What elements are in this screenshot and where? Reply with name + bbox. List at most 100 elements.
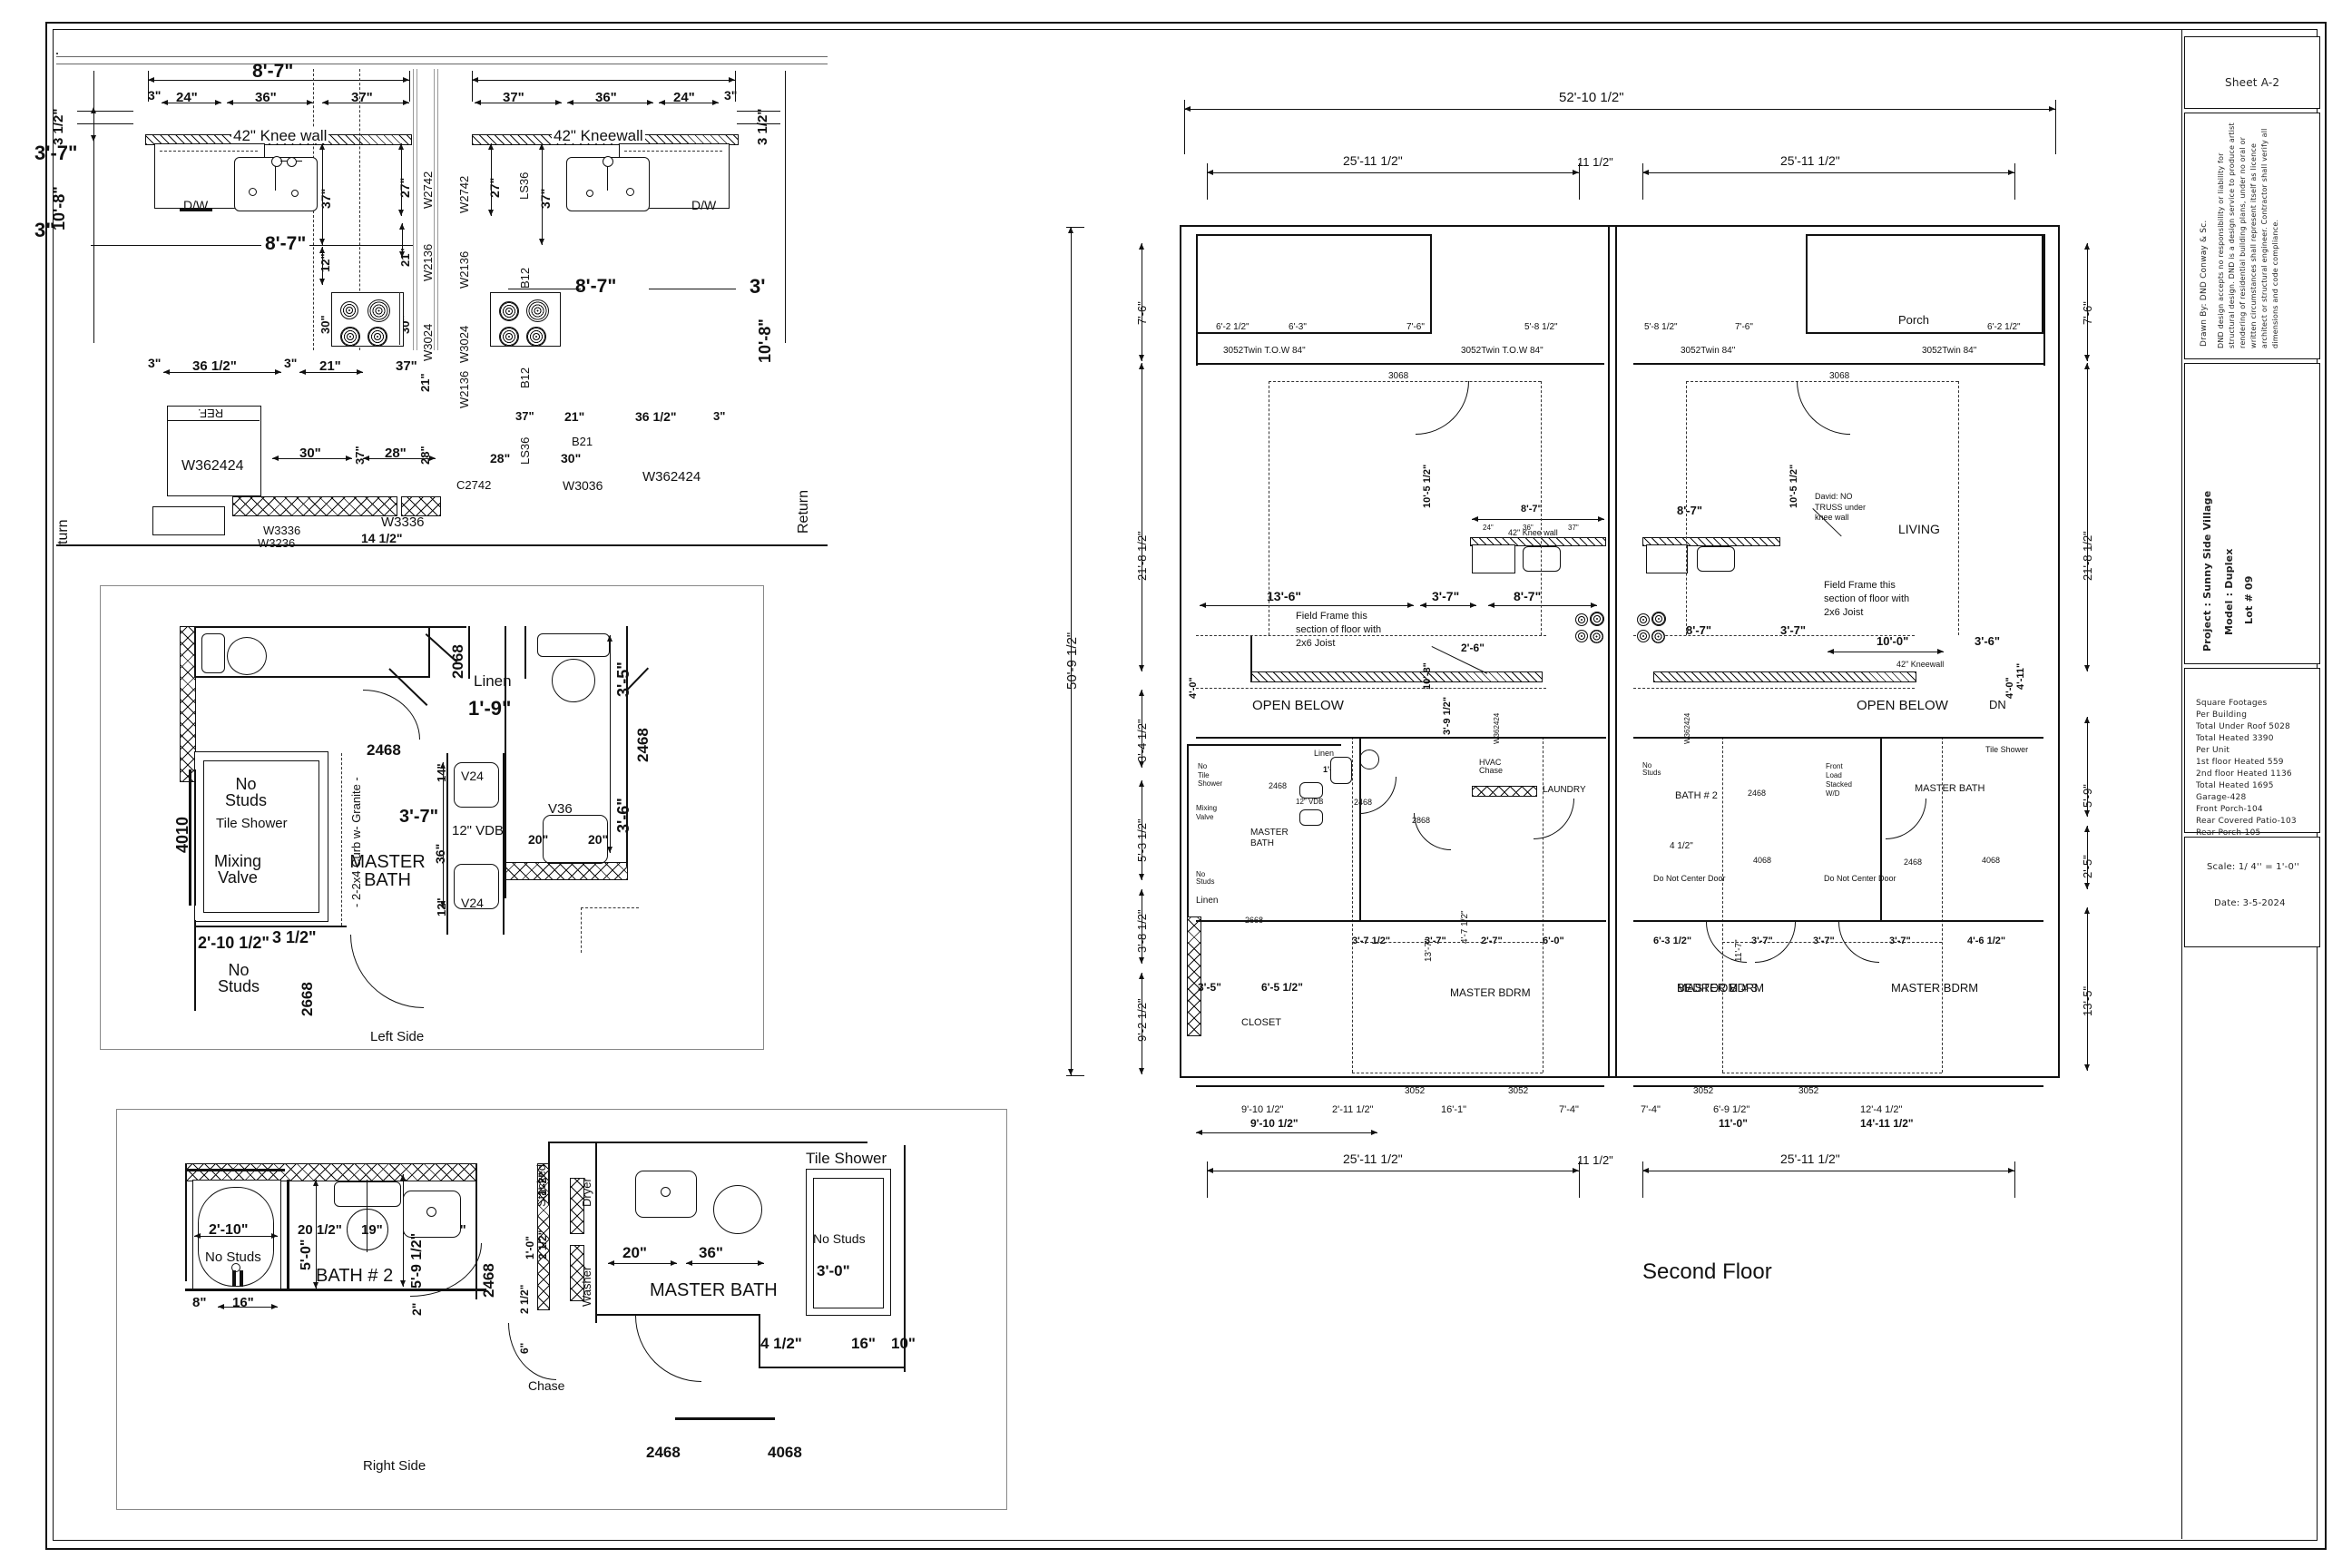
dim-right-4: 2'-5": [2081, 855, 2094, 878]
dim-left-2: 21'-8 1/2": [1135, 531, 1149, 581]
dim-10-0-right: 10'-0": [1877, 634, 1909, 648]
cab-w3036-r: W3036: [563, 478, 603, 493]
dim-10-8-v-right: 10'-8": [756, 318, 774, 363]
square-footage-cell: [2184, 668, 2320, 833]
dim-8-7-left-mid: 8'-7": [1514, 589, 1542, 603]
dim-2468-plan-left: 2468: [1269, 781, 1288, 790]
dim-36in-right: 36": [595, 90, 617, 105]
vanity-24-b: [454, 864, 499, 909]
sqft-line-2: Total Heated 3390: [2196, 734, 2274, 743]
sqft-line-8: Front Porch-104: [2196, 805, 2263, 814]
dim-10-8-left: 10'-8": [1422, 662, 1433, 690]
dim-24in-right: 24": [673, 90, 695, 105]
dim-2in-b2: 2": [409, 1302, 424, 1316]
dim-3-9half-left: 3'-9 1/2": [1442, 696, 1453, 735]
label-dn: DN: [1989, 698, 2006, 711]
label-master-bath-plan-right-txt: MASTER BATH: [1915, 783, 1985, 794]
window-3052-left-b: 3052: [1508, 1086, 1529, 1096]
dim-8-7-mid-left: 8'-7": [261, 234, 310, 253]
dim-top-left: 25'-11 1/2": [1343, 153, 1403, 168]
cab-b12-r1: B12: [518, 267, 532, 289]
dim-37in-rowa: 37": [515, 409, 534, 423]
sqft-line-5: 2nd floor Heated 1136: [2196, 769, 2292, 779]
dim-21in-b2: 21": [418, 373, 432, 392]
label-linen-plan-left: Linen: [1196, 896, 1219, 906]
toilet-tank: [201, 633, 225, 673]
dim-16-1-plan: 16'-1": [1441, 1104, 1467, 1115]
dim-right-5: 13'-5": [2081, 985, 2094, 1016]
dim-20half-b2: 20 1/2": [298, 1222, 342, 1238]
label-knee-wall-left: 42" Knee wall: [231, 127, 329, 144]
dim-2half-b: 2 1/2": [518, 1284, 531, 1314]
dim-3half-v-right: 3 1/2": [755, 108, 770, 145]
dim-top-right: 25'-11 1/2": [1780, 153, 1840, 168]
dim-24-left-sm: 24": [1483, 524, 1494, 532]
cab-w3236: W3236: [258, 536, 296, 550]
sqft-line-1: Total Under Roof 5028: [2196, 722, 2290, 731]
label-bedroom3: MASTER BDRM: [1677, 981, 1765, 995]
sheet-number: Sheet A-2: [2225, 76, 2280, 89]
dim-3in-b2: 3": [284, 356, 298, 370]
dim-8in-b2: 8": [192, 1295, 207, 1310]
label-master-bath-right: MASTER BATH: [650, 1280, 778, 1300]
label-master-bdrm-left: MASTER BDRM: [1450, 986, 1531, 999]
dim-left-4: 5'-3 1/2": [1135, 818, 1149, 862]
label-dishwasher-left: D/W: [183, 198, 209, 212]
dim-36half-b-txt: 36 1/2": [192, 358, 237, 374]
project-name: Project : Sunny Side Village: [2201, 490, 2213, 652]
label-no-studs-b2: No Studs: [205, 1250, 261, 1265]
dim-bottom-left: 25'-11 1/2": [1343, 1152, 1403, 1166]
building-envelope: [1180, 225, 2060, 1078]
dim-2668-a: 2668: [299, 982, 316, 1016]
label-knee-wall-plan-left: 42" Knee wall: [1508, 528, 1558, 537]
dim-4068-plan-right2: 4068: [1982, 856, 2001, 865]
dim-2468-b2: 2468: [480, 1263, 497, 1298]
drawn-by: Drawn By: DND Conway & Sc.: [2200, 220, 2209, 347]
dim-6-3-a: 6'-3": [1289, 322, 1307, 332]
dim-5-8half-a: 5'-8 1/2": [1524, 322, 1558, 332]
vanity-36: [543, 815, 608, 864]
sheet-number-cell: [2184, 36, 2320, 109]
dim-1-9-linen: 1'-9": [468, 697, 512, 720]
dim-6-3half-right: 6'-3 1/2": [1653, 936, 1692, 946]
cab-w2742-r: W2742: [457, 175, 471, 213]
dim-left-3: 3'-4 1/2": [1135, 719, 1149, 762]
dim-10in-right: 10": [891, 1336, 916, 1351]
dim-right-1: 7'-6": [2081, 301, 2094, 325]
model-name: Model : Duplex: [2223, 548, 2235, 635]
date-text: Date: 3-5-2024: [2214, 898, 2286, 908]
dim-7-4-plan: 7'-4": [1559, 1104, 1579, 1115]
window-3052twin-d: 3052Twin 84": [1922, 346, 1977, 356]
label-knee-wall-right: 42" Kneewall: [552, 127, 645, 144]
dim-7-4-right: 7'-4": [1641, 1104, 1661, 1115]
dim-3in-right: 3": [724, 88, 738, 103]
label-open-below-right: OPEN BELOW: [1857, 698, 1948, 713]
label-tile-shower-plan-right: Tile Shower: [1985, 745, 2029, 754]
dim-8-7-right-2: 8'-7": [1686, 623, 1712, 637]
label-v24-b: V24: [461, 896, 484, 910]
dim-4-0-right: 4'-0": [2004, 677, 2015, 699]
dim-3-7half-plan-left: 3'-7 1/2": [1352, 936, 1391, 946]
caption-left-side: Left Side: [370, 1029, 425, 1044]
dim-left-5: 3'-8 1/2": [1135, 909, 1149, 953]
dim-left-6: 9'-2 1/2": [1135, 998, 1149, 1042]
label-linen-plan-left2: Linen: [1314, 749, 1335, 758]
dim-5-0-b2: 5'-0": [299, 1239, 314, 1270]
cab-ls36-r1: LS36: [517, 172, 531, 200]
dim-37in-b: 37": [396, 358, 417, 374]
label-closet-left: CLOSET: [1241, 1017, 1282, 1028]
dim-overall-width: 52'-10 1/2": [1559, 90, 1624, 105]
label-master-bdrm-right: MASTER BDRM: [1891, 981, 1979, 995]
dim-8-7-right-1: 8'-7": [1677, 504, 1703, 517]
dim-28in-b2: 28": [418, 446, 432, 465]
label-bath2: BATH # 2: [316, 1266, 394, 1286]
